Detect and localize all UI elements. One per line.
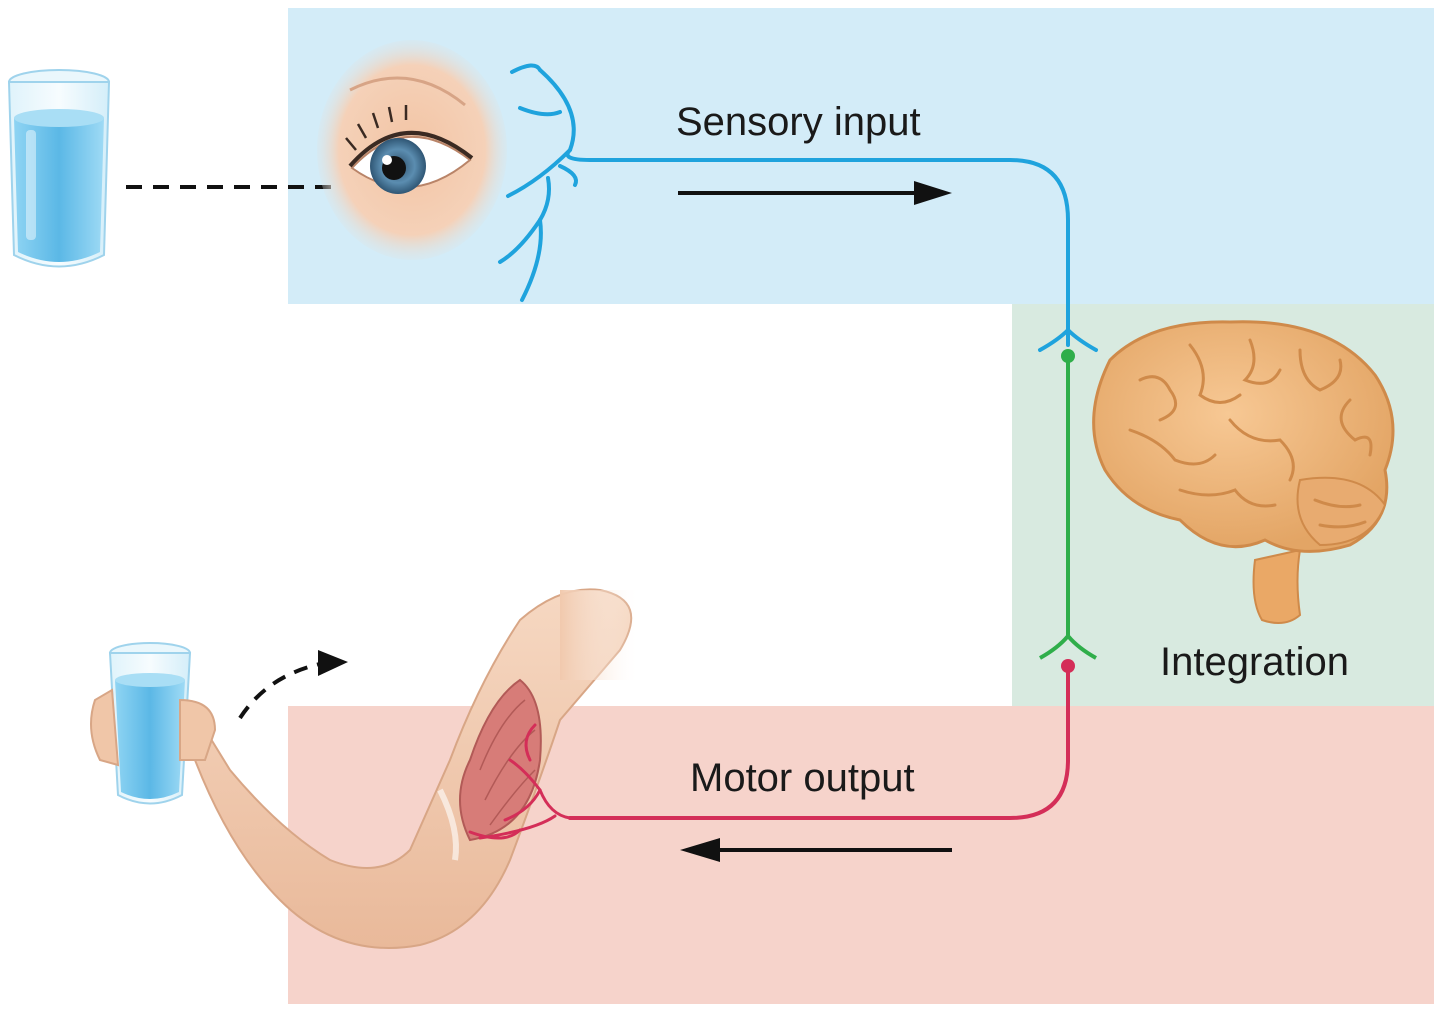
movement-arrow: [238, 660, 331, 720]
arm-icon: [148, 588, 640, 949]
motor-output-label: Motor output: [690, 756, 915, 800]
hand-with-glass-icon: [90, 642, 217, 805]
interneuron: [1039, 349, 1097, 660]
integration-label: Integration: [1160, 640, 1350, 684]
eye-icon: [317, 40, 507, 260]
sensory-direction-arrow: [678, 181, 952, 205]
sensory-input-label: Sensory input: [676, 100, 921, 144]
motor-direction-arrow: [680, 838, 952, 862]
brain-icon: [1092, 320, 1395, 625]
motor-nerve: [568, 659, 1075, 820]
sensory-nerve: [498, 63, 1098, 352]
glass-icon: [7, 69, 111, 268]
movement-arrowhead: [318, 650, 348, 676]
